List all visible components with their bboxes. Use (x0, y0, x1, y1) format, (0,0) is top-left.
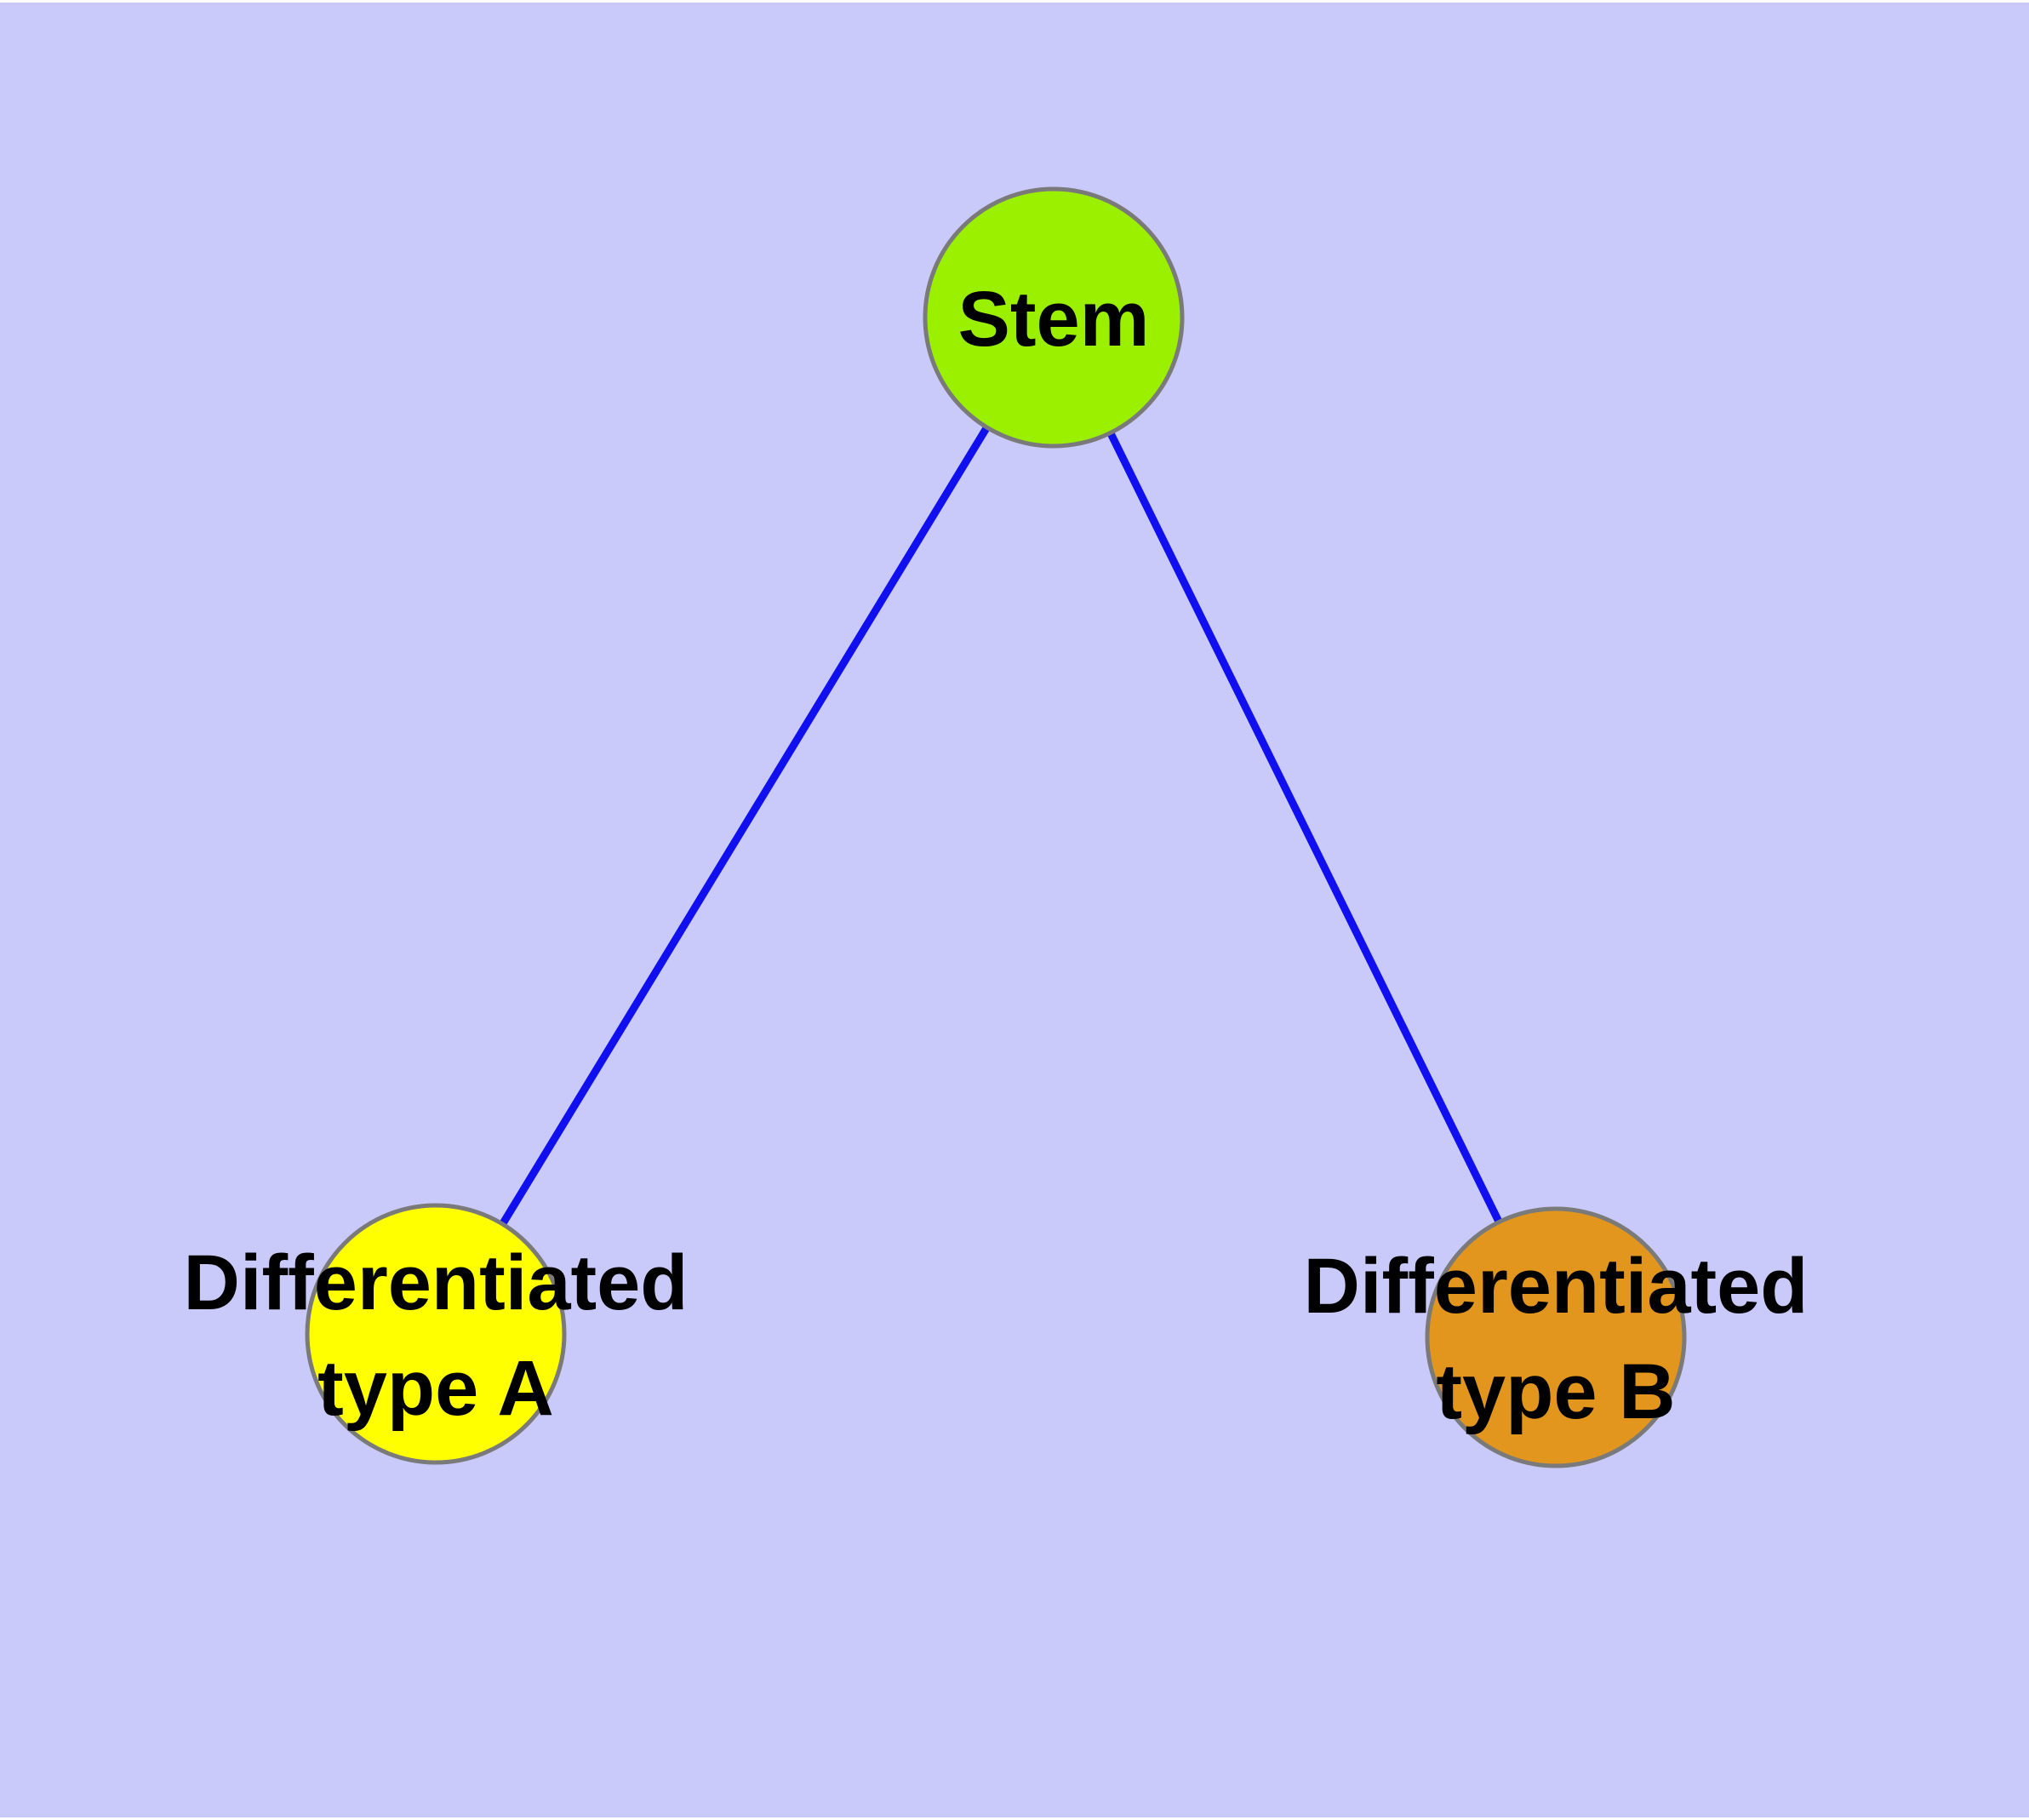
node-diff-b (1425, 1206, 1687, 1468)
node-diff-a (305, 1203, 567, 1465)
node-label-stem: Stem (958, 276, 1150, 363)
node-stem (923, 186, 1185, 449)
edge-stem-diff-b (1049, 316, 1560, 1339)
edge-stem-diff-a (432, 315, 1057, 1336)
